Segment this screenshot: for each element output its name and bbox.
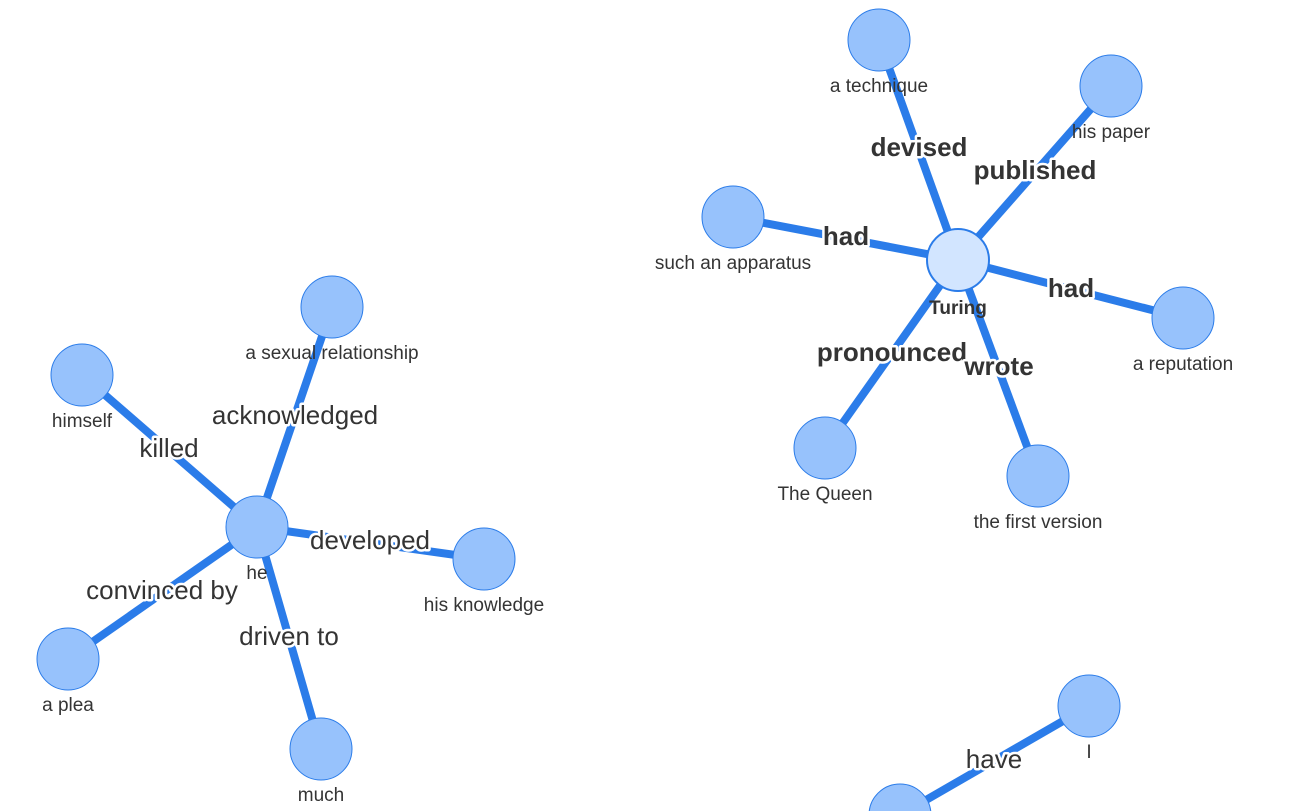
node-offscreen[interactable]: [868, 783, 932, 811]
edge-label-acknowledged-relationship: acknowledged: [212, 400, 378, 430]
node-circle-knowledge[interactable]: [452, 527, 516, 591]
edge-offscreen-i[interactable]: [898, 702, 1091, 811]
edge-turing-technique[interactable]: [875, 38, 962, 262]
node-queen[interactable]: The Queen: [777, 416, 873, 505]
node-circle-himself[interactable]: [50, 343, 114, 407]
node-paper[interactable]: his paper: [1072, 54, 1151, 143]
node-circle-queen[interactable]: [793, 416, 857, 480]
edge-label-wrote-firstversion: wrote: [963, 351, 1033, 381]
node-label-reputation: a reputation: [1133, 354, 1233, 375]
edge-label-developed-knowledge: developed: [310, 525, 430, 555]
edge-label-convinced-by-plea: convinced by: [86, 575, 238, 605]
node-circle-technique[interactable]: [847, 8, 911, 72]
edge-he-knowledge[interactable]: [256, 523, 485, 563]
node-circle-offscreen[interactable]: [868, 783, 932, 811]
edge-label-have-i: have: [966, 744, 1022, 774]
edge-he-plea[interactable]: [65, 523, 260, 663]
node-circle-firstversion[interactable]: [1006, 444, 1070, 508]
node-circle-he[interactable]: [225, 495, 289, 559]
node-label-plea: a plea: [42, 695, 94, 716]
node-knowledge[interactable]: his knowledge: [424, 527, 544, 616]
edge-turing-firstversion[interactable]: [954, 258, 1042, 478]
node-label-paper: his paper: [1072, 122, 1151, 143]
edge-he-relationship[interactable]: [253, 305, 336, 529]
edge-label-had-apparatus: had: [823, 221, 869, 251]
node-label-knowledge: his knowledge: [424, 595, 544, 616]
edges-layer: [65, 38, 1184, 811]
node-apparatus[interactable]: such an apparatus: [655, 185, 811, 274]
node-label-he: he: [246, 563, 267, 584]
node-circle-relationship[interactable]: [300, 275, 364, 339]
nodes-layer: Turing a technique his paper such an appara…: [36, 8, 1233, 811]
node-label-apparatus: such an apparatus: [655, 253, 811, 274]
node-label-i: I: [1086, 742, 1091, 763]
node-circle-reputation[interactable]: [1151, 286, 1215, 350]
edge-turing-paper[interactable]: [954, 83, 1115, 263]
node-circle-plea[interactable]: [36, 627, 100, 691]
node-relationship[interactable]: a sexual relationship: [245, 275, 419, 364]
edge-turing-queen[interactable]: [821, 257, 962, 451]
node-circle-i[interactable]: [1057, 674, 1121, 738]
node-label-turing: Turing: [929, 298, 987, 319]
edge-label-devised-technique: devised: [871, 132, 968, 162]
node-i[interactable]: I: [1057, 674, 1121, 763]
node-much[interactable]: much: [289, 717, 353, 806]
node-label-queen: The Queen: [777, 484, 872, 505]
edge-label-had-reputation: had: [1048, 273, 1094, 303]
edge-label-published-paper: published: [974, 155, 1097, 185]
edge-turing-reputation[interactable]: [957, 256, 1184, 322]
node-label-relationship: a sexual relationship: [245, 343, 418, 364]
edge-label-pronounced-queen: pronounced: [817, 337, 967, 367]
edge-label-driven-to-much: driven to: [239, 621, 339, 651]
node-circle-paper[interactable]: [1079, 54, 1143, 118]
edge-he-much[interactable]: [253, 525, 325, 751]
node-himself[interactable]: himself: [50, 343, 114, 432]
node-circle-apparatus[interactable]: [701, 185, 765, 249]
node-label-technique: a technique: [830, 76, 928, 97]
node-circle-turing[interactable]: [926, 228, 990, 292]
edge-turing-apparatus[interactable]: [732, 213, 959, 264]
node-firstversion[interactable]: the first version: [974, 444, 1103, 533]
node-label-much: much: [298, 785, 344, 806]
node-reputation[interactable]: a reputation: [1133, 286, 1233, 375]
node-plea[interactable]: a plea: [36, 627, 100, 716]
node-label-himself: himself: [52, 411, 113, 432]
node-turing[interactable]: Turing: [926, 228, 990, 319]
node-technique[interactable]: a technique: [830, 8, 928, 97]
node-he[interactable]: he: [225, 495, 289, 584]
edge-he-himself[interactable]: [79, 371, 260, 531]
node-circle-much[interactable]: [289, 717, 353, 781]
edge-label-killed-himself: killed: [139, 433, 198, 463]
node-label-firstversion: the first version: [974, 512, 1103, 533]
